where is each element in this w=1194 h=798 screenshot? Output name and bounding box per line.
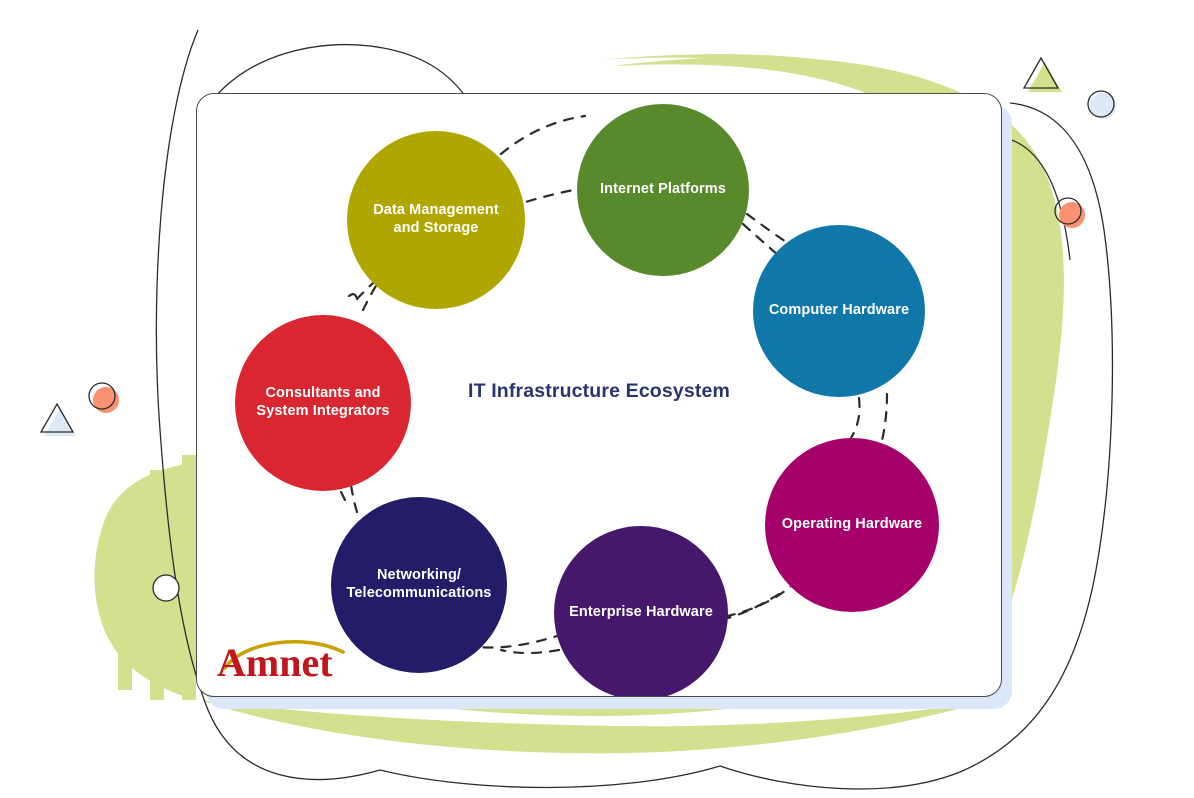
outline-curve-inner-right	[1005, 137, 1071, 261]
node-computer-hardware[interactable]: Computer Hardware	[753, 225, 925, 397]
dashed-seg-enterprise-networking	[499, 648, 561, 655]
node-networking-telecommunications[interactable]: Networking/Telecommunications	[331, 497, 507, 673]
node-operating-hardware[interactable]: Operating Hardware	[765, 438, 939, 612]
amnet-logo-text: Amnet	[217, 640, 333, 685]
node-label: Enterprise Hardware	[569, 604, 713, 621]
outline-curve-right	[719, 102, 1114, 790]
amnet-logo: Amnet	[211, 624, 371, 686]
node-enterprise-hardware[interactable]: Enterprise Hardware	[554, 526, 728, 696]
amnet-logo-svg: Amnet	[217, 640, 345, 685]
dashed-seg-operating-enterprise	[719, 592, 781, 622]
green-blob-left	[94, 462, 196, 700]
dashed-seg-computer-operating	[849, 396, 861, 440]
green-blob-bottom	[200, 700, 990, 754]
node-internet-platforms[interactable]: Internet Platforms	[577, 104, 749, 276]
outline-curve-left	[155, 29, 381, 780]
outline-curve-bottom	[379, 765, 721, 789]
node-label: Operating Hardware	[781, 516, 923, 533]
node-label: Computer Hardware	[768, 302, 910, 319]
node-label: Networking/Telecommunications	[346, 567, 492, 601]
amnet-logo-swoosh	[223, 640, 345, 670]
node-label: Internet Platforms	[600, 181, 726, 198]
outline-curve-top	[209, 43, 471, 104]
center-title: IT Infrastructure Ecosystem	[468, 380, 730, 402]
dashed-seg-dms-internet	[499, 114, 587, 156]
